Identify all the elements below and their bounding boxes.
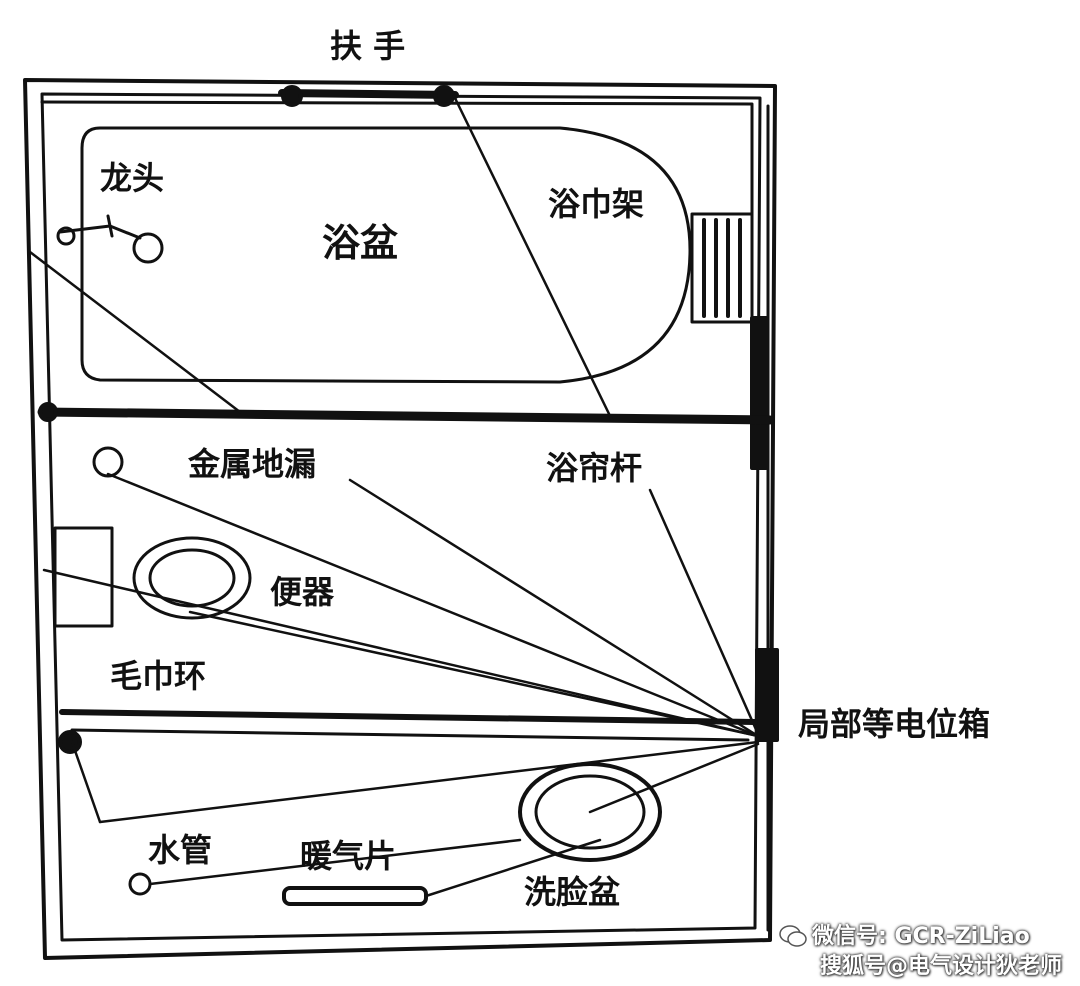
label-washbasin: 洗脸盆 (524, 873, 621, 911)
label-metal-floor-drain: 金属地漏 (188, 445, 317, 483)
radiator-shape (282, 886, 428, 906)
label-toilet: 便器 (270, 573, 335, 611)
towel-rack (690, 212, 754, 324)
equipotential-box-shape (755, 648, 779, 742)
watermark-wechat: 微信号: GCR-ZiLiao (812, 924, 1030, 949)
label-faucet: 龙头 (100, 159, 165, 197)
wechat-icon (779, 925, 807, 947)
bathtub-outline (80, 126, 692, 384)
watermark-sohu: 搜狐号@电气设计狄老师 (820, 954, 1063, 979)
bonding-wires (28, 94, 760, 898)
floor-drain-shape (92, 446, 124, 478)
label-bathtub: 浴盆 (322, 221, 399, 265)
faucet-shape (56, 214, 164, 264)
shower-curtain-rod-line (37, 407, 775, 425)
label-radiator: 暖气片 (300, 837, 397, 875)
outer-wall (23, 78, 777, 960)
washbasin-shape (518, 762, 662, 862)
water-pipe-shape (128, 872, 152, 896)
label-shower-curtain-rod: 浴帘杆 (546, 449, 643, 487)
label-handrail: 扶 手 (330, 27, 406, 65)
toilet-shape (53, 526, 252, 628)
label-towel-rack: 浴巾架 (548, 185, 645, 223)
label-water-pipe: 水管 (148, 831, 213, 869)
inner-wall (40, 92, 762, 942)
handrail-bar (278, 89, 459, 99)
label-towel-ring: 毛巾环 (110, 657, 207, 695)
label-equipotential-box: 局部等电位箱 (798, 705, 991, 743)
